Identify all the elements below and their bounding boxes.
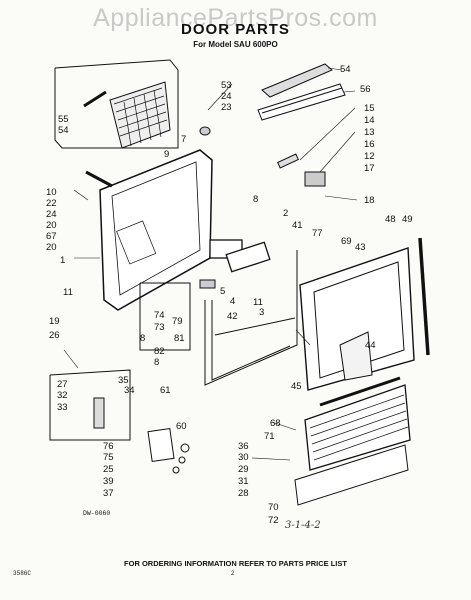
callout-7: 7 xyxy=(181,134,186,145)
outer-door-panel xyxy=(299,237,430,391)
callout-13: 13 xyxy=(364,127,375,138)
hinge-parts xyxy=(147,428,190,474)
trim-strip xyxy=(319,376,401,407)
callout-39: 39 xyxy=(103,476,114,487)
callout-56: 56 xyxy=(360,84,371,95)
callout-4: 4 xyxy=(230,296,235,307)
callout-5: 5 xyxy=(220,286,225,297)
callout-11: 11 xyxy=(63,287,73,298)
callout-81: 81 xyxy=(174,333,185,344)
callout-73: 73 xyxy=(154,322,165,333)
callout-28: 28 xyxy=(238,488,249,499)
callout-20: 20 xyxy=(46,220,57,231)
callout-8-b: 8 xyxy=(140,333,145,344)
callout-27: 27 xyxy=(57,379,68,390)
callout-1: 1 xyxy=(60,255,65,266)
callout-24-left: 24 xyxy=(46,209,57,220)
model-subtitle: For Model SAU 600PO xyxy=(193,40,278,49)
callout-69: 69 xyxy=(341,236,352,247)
callout-24: 24 xyxy=(221,91,232,102)
callout-75: 75 xyxy=(103,452,114,463)
callout-41: 41 xyxy=(292,220,303,231)
callout-79: 79 xyxy=(172,316,183,327)
diagram-title: DOOR PARTS xyxy=(181,21,290,38)
handwritten-note: 3-1-4-2 xyxy=(285,520,321,531)
callout-35: 35 xyxy=(118,375,129,386)
callout-55: 55 xyxy=(58,114,69,125)
callout-26: 26 xyxy=(49,330,60,341)
kickplate-grille xyxy=(294,384,411,506)
callout-74: 74 xyxy=(154,310,165,321)
page-number: 2 xyxy=(231,571,235,577)
door-frame xyxy=(204,250,298,386)
callout-19: 19 xyxy=(49,316,60,327)
callout-8-c: 8 xyxy=(154,357,159,368)
watermark: AppliancePartsPros.com xyxy=(93,4,378,32)
callout-82: 82 xyxy=(154,346,165,357)
callout-20-b: 20 xyxy=(46,242,57,253)
inset-bracket-box xyxy=(139,282,191,351)
callout-11-b: 11 xyxy=(253,297,263,308)
callout-9: 9 xyxy=(164,149,169,160)
inset-switch-box xyxy=(49,369,131,441)
callout-12: 12 xyxy=(364,151,375,162)
callout-30: 30 xyxy=(238,452,249,463)
callout-16: 16 xyxy=(364,139,375,150)
callout-49: 49 xyxy=(402,214,413,225)
callout-23: 23 xyxy=(221,102,232,113)
callout-29: 29 xyxy=(238,464,249,475)
callout-34: 34 xyxy=(124,385,135,396)
reference-number: 3586C xyxy=(13,570,32,577)
callout-77: 77 xyxy=(312,228,323,239)
callout-36: 36 xyxy=(238,441,249,452)
drawing-code: DW-0060 xyxy=(83,510,111,517)
callout-18: 18 xyxy=(364,195,375,206)
callout-44: 44 xyxy=(365,340,376,351)
inner-door-panel xyxy=(85,126,213,311)
callout-10: 10 xyxy=(46,187,57,198)
callout-33: 33 xyxy=(57,402,68,413)
callout-43: 43 xyxy=(355,242,366,253)
callout-31: 31 xyxy=(238,476,249,487)
callout-60: 60 xyxy=(176,421,187,432)
ordering-footer: FOR ORDERING INFORMATION REFER TO PARTS … xyxy=(124,559,347,568)
callout-2: 2 xyxy=(283,208,288,219)
callout-3: 3 xyxy=(259,307,264,318)
callout-25: 25 xyxy=(103,464,114,475)
leader-lines xyxy=(63,67,358,461)
callout-54-right: 54 xyxy=(340,64,351,75)
callout-17: 17 xyxy=(364,163,375,174)
callout-37: 37 xyxy=(103,488,114,499)
callout-53: 53 xyxy=(221,80,232,91)
callout-15: 15 xyxy=(364,103,375,114)
callout-68: 68 xyxy=(270,418,281,429)
callout-14: 14 xyxy=(364,115,375,126)
callout-61: 61 xyxy=(160,385,171,396)
top-trim-pieces xyxy=(257,63,346,121)
callout-76: 76 xyxy=(103,441,114,452)
callout-48: 48 xyxy=(385,214,396,225)
callout-45: 45 xyxy=(291,381,302,392)
callout-22: 22 xyxy=(46,198,57,209)
callout-72: 72 xyxy=(268,515,279,526)
callout-70: 70 xyxy=(268,502,279,513)
callout-67: 67 xyxy=(46,231,57,242)
latch-assembly xyxy=(199,153,326,289)
callout-42: 42 xyxy=(227,311,238,322)
callout-54: 54 xyxy=(58,125,69,136)
callout-71: 71 xyxy=(264,431,275,442)
callout-8: 8 xyxy=(253,194,258,205)
callout-32: 32 xyxy=(57,390,68,401)
inset-grille-box xyxy=(54,59,179,149)
